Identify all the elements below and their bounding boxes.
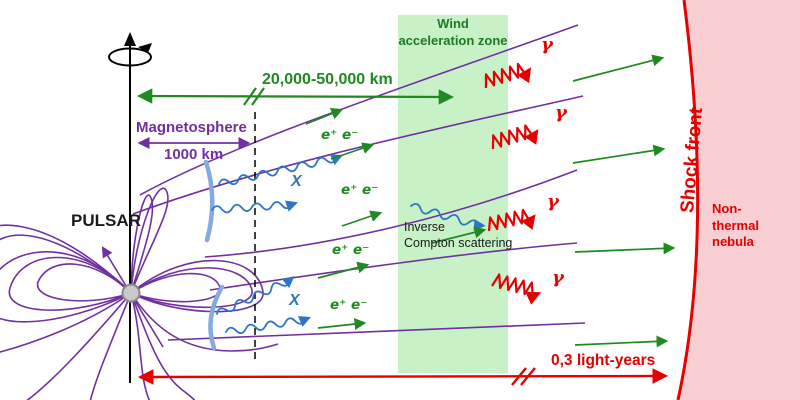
magnetic-field-lines xyxy=(0,187,279,400)
gamma-label-1: γ xyxy=(541,34,553,55)
nebula-label-line1: Non- xyxy=(712,201,742,216)
gamma-photon-arrows xyxy=(484,62,542,305)
pulsar-star xyxy=(121,283,141,303)
gamma-label-2: γ xyxy=(555,102,567,123)
rotation-direction-arrowhead xyxy=(138,43,152,53)
inverse-compton-label-line1: Inverse xyxy=(404,220,445,234)
shock-front-curve xyxy=(676,0,700,400)
inverse-compton-outgoing-gamma xyxy=(487,208,536,232)
inverse-compton-label: Inverse Compton scattering xyxy=(404,219,512,252)
rotation-axis-arrowhead xyxy=(124,32,136,46)
acceleration-distance-label: 20,000-50,000 km xyxy=(262,71,393,88)
rotation-axis xyxy=(108,32,152,383)
magnetosphere-label: Magnetosphere xyxy=(136,119,247,136)
inverse-compton-incoming-xray xyxy=(410,202,486,231)
acceleration-extent-arrow xyxy=(136,87,455,106)
nebula-label-line2: thermal xyxy=(712,217,759,233)
xray-label-1: X xyxy=(291,173,302,190)
pair-label-2: e⁺ e⁻ xyxy=(341,182,379,198)
inverse-compton-pointer-arrow xyxy=(431,226,487,244)
nebula-scale-arrow xyxy=(137,367,669,386)
non-thermal-nebula-region xyxy=(678,0,800,400)
pulsar-label: PULSAR xyxy=(71,211,141,230)
gamma-label-4: γ xyxy=(552,267,564,288)
gamma-label-3: γ xyxy=(547,191,559,212)
pair-label-1: e⁺ e⁻ xyxy=(321,127,359,143)
xray-label-2: X xyxy=(289,292,300,309)
xray-photon-arrows xyxy=(211,154,486,335)
particle-flow-arrows xyxy=(305,54,676,348)
rotation-direction-ellipse xyxy=(108,47,152,67)
wind-acceleration-zone-label: Wind acceleration zone xyxy=(398,16,508,48)
pair-production-fronts xyxy=(203,159,225,351)
pair-label-3: e⁺ e⁻ xyxy=(332,242,370,258)
inverse-compton-label-line2: Compton scattering xyxy=(404,236,513,251)
pair-label-4: e⁺ e⁻ xyxy=(330,297,368,313)
wind-acceleration-zone-band xyxy=(398,15,508,373)
nebula-label: Non- thermal nebula xyxy=(712,201,759,251)
nebula-label-line3: nebula xyxy=(712,234,754,250)
magnetosphere-size-label: 1000 km xyxy=(164,146,224,163)
scale-label: 0,3 light-years xyxy=(551,352,656,369)
